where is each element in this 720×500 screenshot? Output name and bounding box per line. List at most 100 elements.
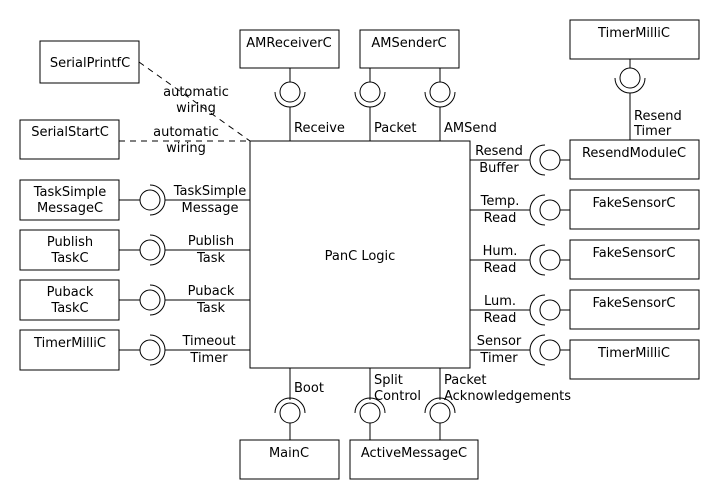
task-simple-message-receptacle-icon (149, 184, 166, 216)
panc-logic-label: PanC Logic (325, 249, 396, 264)
packet-ack-iface-1: Packet (444, 373, 487, 388)
auto-wiring-1-line2: wiring (176, 101, 216, 116)
puback-task-label-1: Puback (47, 285, 94, 300)
timeout-timer-receptacle-icon (149, 334, 166, 366)
publish-task-receptacle-icon (149, 234, 166, 266)
resend-timer-iface-2: Timer (633, 124, 672, 139)
puback-task-box (19, 279, 120, 321)
fake-sensor-temp-label: FakeSensorC (593, 196, 676, 211)
fake-sensor-temp-box (569, 189, 700, 230)
puback-task-iface-2: Task (196, 301, 226, 316)
temp-read-iface-1: Temp. (480, 194, 520, 209)
temp-read-iface-2: Read (484, 211, 517, 226)
panc-logic-box (249, 140, 471, 369)
puback-task-iface-1: Puback (188, 284, 235, 299)
temp-read-socket-icon (539, 199, 561, 221)
serial-start-box (19, 119, 120, 160)
serial-printf-box (39, 40, 140, 84)
lum-read-iface-2: Read (484, 311, 517, 326)
boot-socket-icon (279, 402, 301, 424)
timer-top-right-box (569, 19, 700, 60)
timeout-timer-iface-1: Timeout (181, 334, 235, 349)
lum-read-socket-icon (539, 299, 561, 321)
resend-buffer-receptacle-icon (529, 144, 546, 176)
timer-left-box (19, 329, 120, 371)
task-simple-message-iface-2: Message (182, 201, 239, 216)
am-send-receptacle-icon (424, 91, 456, 108)
auto-wiring-2-line1: automatic (153, 125, 219, 140)
sensor-timer-iface-2: Timer (479, 351, 518, 366)
publish-task-iface-1: Publish (188, 234, 234, 249)
split-control-receptacle-icon (354, 397, 386, 414)
fake-sensor-lum-label: FakeSensorC (593, 296, 676, 311)
packet-ack-socket-icon (429, 402, 451, 424)
main-box (239, 439, 340, 480)
timer-left-label: TimerMilliC (33, 336, 106, 351)
am-receiver-label: AMReceiverC (246, 36, 331, 51)
resend-timer-iface-1: Resend (634, 109, 682, 124)
fake-sensor-hum-box (569, 239, 700, 280)
hum-read-socket-icon (539, 249, 561, 271)
serial-start-label: SerialStartC (31, 125, 109, 140)
timer-sensor-box (569, 339, 700, 380)
resend-timer-receptacle-icon (614, 77, 646, 94)
boot-receptacle-icon (274, 397, 306, 414)
puback-task-socket-icon (139, 289, 161, 311)
split-control-socket-icon (359, 402, 381, 424)
active-message-box (349, 439, 479, 480)
am-send-socket-icon (429, 81, 451, 103)
task-simple-message-label-1: TaskSimple (33, 185, 106, 200)
hum-read-receptacle-icon (529, 244, 546, 276)
resend-module-label: ResendModuleC (582, 146, 686, 161)
hum-read-iface-1: Hum. (483, 244, 518, 259)
resend-timer-socket-icon (619, 67, 641, 89)
split-control-iface-2: Control (374, 389, 421, 404)
resend-buffer-iface-1: Resend (475, 144, 523, 159)
task-simple-message-iface-1: TaskSimple (173, 184, 246, 199)
serial-printf-auto-wire (138, 61, 251, 142)
task-simple-message-label-2: MessageC (37, 201, 103, 216)
resend-buffer-iface-2: Buffer (479, 161, 519, 176)
timeout-timer-socket-icon (139, 339, 161, 361)
auto-wiring-1-line1: automatic (163, 85, 229, 100)
am-sender-label: AMSenderC (371, 36, 446, 51)
split-control-iface-1: Split (374, 373, 403, 388)
temp-read-receptacle-icon (529, 194, 546, 226)
task-simple-message-socket-icon (139, 189, 161, 211)
boot-iface: Boot (294, 381, 324, 396)
serial-printf-label: SerialPrintfC (50, 56, 130, 71)
packet-ack-iface-2: Acknowledgements (444, 389, 571, 404)
packet-receptacle-icon (354, 91, 386, 108)
lum-read-iface-1: Lum. (484, 294, 516, 309)
receive-iface: Receive (294, 121, 345, 136)
am-receiver-box (239, 29, 340, 69)
active-message-label: ActiveMessageC (361, 446, 467, 461)
main-label: MainC (269, 446, 309, 461)
puback-task-label-2: TaskC (50, 301, 88, 316)
am-send-iface: AMSend (444, 121, 497, 136)
am-sender-box (359, 29, 460, 69)
timer-top-right-label: TimerMilliC (597, 26, 670, 41)
publish-task-label-2: TaskC (50, 251, 88, 266)
resend-buffer-socket-icon (539, 149, 561, 171)
publish-task-label-1: Publish (47, 235, 93, 250)
packet-iface: Packet (374, 121, 417, 136)
publish-task-box (19, 229, 120, 271)
sensor-timer-receptacle-icon (529, 334, 546, 366)
packet-socket-icon (359, 81, 381, 103)
sensor-timer-socket-icon (539, 339, 561, 361)
hum-read-iface-2: Read (484, 261, 517, 276)
receive-receptacle-icon (274, 91, 306, 108)
packet-ack-receptacle-icon (424, 397, 456, 414)
puback-task-receptacle-icon (149, 284, 166, 316)
fake-sensor-hum-label: FakeSensorC (593, 246, 676, 261)
auto-wiring-2-line2: wiring (166, 141, 206, 156)
timer-sensor-label: TimerMilliC (597, 346, 670, 361)
lum-read-receptacle-icon (529, 294, 546, 326)
sensor-timer-iface-1: Sensor (477, 334, 522, 349)
publish-task-socket-icon (139, 239, 161, 261)
timeout-timer-iface-2: Timer (189, 351, 228, 366)
publish-task-iface-2: Task (196, 251, 226, 266)
receive-socket-icon (279, 81, 301, 103)
